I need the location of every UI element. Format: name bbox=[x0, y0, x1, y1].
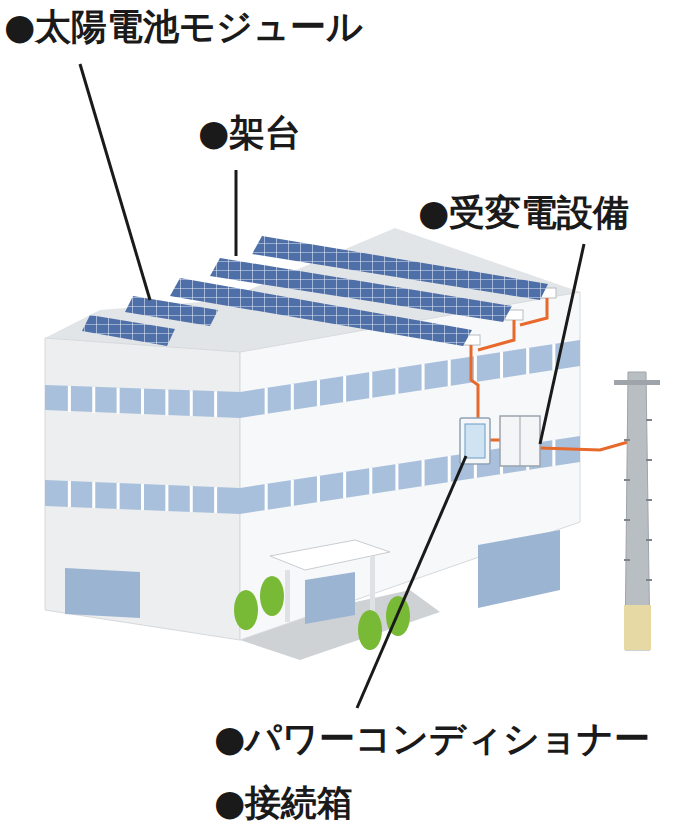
callout-label: ●パワーコンディショナー bbox=[214, 718, 650, 759]
canopy-post bbox=[370, 556, 375, 612]
window-band bbox=[45, 385, 240, 418]
pole-step bbox=[624, 479, 630, 481]
canopy-post bbox=[285, 570, 290, 622]
pole-step bbox=[624, 519, 630, 521]
window-band bbox=[240, 340, 580, 418]
entrance-door bbox=[305, 572, 355, 624]
shrub bbox=[260, 576, 284, 616]
solar-panel-row bbox=[125, 296, 218, 326]
shrub bbox=[234, 590, 258, 630]
solar-panel-row bbox=[82, 315, 175, 346]
window-mullion bbox=[448, 360, 451, 386]
window-mullion bbox=[448, 456, 451, 482]
callout-label: ●太陽電池モジュール bbox=[4, 6, 363, 47]
lower-window bbox=[478, 530, 560, 608]
window-mullion bbox=[343, 472, 346, 498]
dc-wiring bbox=[471, 298, 547, 420]
pole-step bbox=[646, 579, 652, 581]
callout-label: ●接続箱 bbox=[214, 782, 353, 823]
window-mullion bbox=[190, 390, 193, 416]
substation-cabinet bbox=[500, 416, 540, 466]
window-mullion bbox=[552, 440, 555, 466]
window-mullion bbox=[343, 376, 346, 402]
window-mullions bbox=[69, 344, 553, 513]
window-mullion bbox=[369, 372, 372, 398]
window-mullion bbox=[317, 380, 320, 406]
window-mullion bbox=[265, 484, 268, 510]
leader-line bbox=[357, 456, 466, 708]
window-mullion bbox=[395, 464, 398, 490]
window-mullion bbox=[474, 356, 477, 382]
window-mullion bbox=[141, 484, 144, 510]
pole-step bbox=[646, 499, 652, 501]
window-mullion bbox=[317, 476, 320, 502]
window-mullion bbox=[291, 480, 294, 506]
power-conditioner-screen bbox=[465, 424, 485, 458]
window-mullion bbox=[500, 352, 503, 378]
building-left-face bbox=[45, 338, 240, 640]
window-mullion bbox=[422, 364, 425, 390]
pole-step bbox=[646, 459, 652, 461]
window-mullion bbox=[214, 391, 217, 417]
window-mullion bbox=[165, 485, 168, 511]
window-mullion bbox=[165, 389, 168, 415]
window-mullion bbox=[214, 487, 217, 513]
window-mullion bbox=[92, 387, 95, 413]
window-mullion bbox=[265, 388, 268, 414]
pole-steps bbox=[624, 420, 652, 580]
pole-step bbox=[646, 419, 652, 421]
window-mullion bbox=[92, 482, 95, 508]
pole-base-band bbox=[624, 605, 651, 650]
callout-label: ●架台 bbox=[198, 112, 301, 153]
pole-crossarm bbox=[614, 380, 660, 385]
cabinet-door-split bbox=[520, 416, 521, 466]
pole-step bbox=[624, 559, 630, 561]
callout-label: ●受変電設備 bbox=[418, 192, 629, 233]
window-mullion bbox=[422, 460, 425, 486]
window-mullion bbox=[190, 486, 193, 512]
leader-line bbox=[235, 170, 238, 256]
leader-lines bbox=[80, 64, 584, 708]
leader-line bbox=[540, 244, 584, 444]
window-mullion bbox=[395, 368, 398, 394]
window-mullion bbox=[291, 384, 294, 410]
shrub bbox=[358, 610, 382, 650]
window-band bbox=[45, 480, 240, 514]
leader-line bbox=[80, 64, 150, 300]
window-mullion bbox=[117, 388, 120, 414]
window-mullion bbox=[552, 344, 555, 370]
utility-pole bbox=[625, 372, 650, 650]
window-mullion bbox=[117, 483, 120, 509]
lower-window bbox=[65, 568, 140, 618]
window-mullion bbox=[526, 348, 529, 374]
pole-step bbox=[646, 539, 652, 541]
window-mullion bbox=[68, 481, 71, 507]
window-mullion bbox=[369, 468, 372, 494]
window-mullion bbox=[68, 386, 71, 412]
pole-step bbox=[624, 439, 630, 441]
window-mullion bbox=[141, 389, 144, 415]
